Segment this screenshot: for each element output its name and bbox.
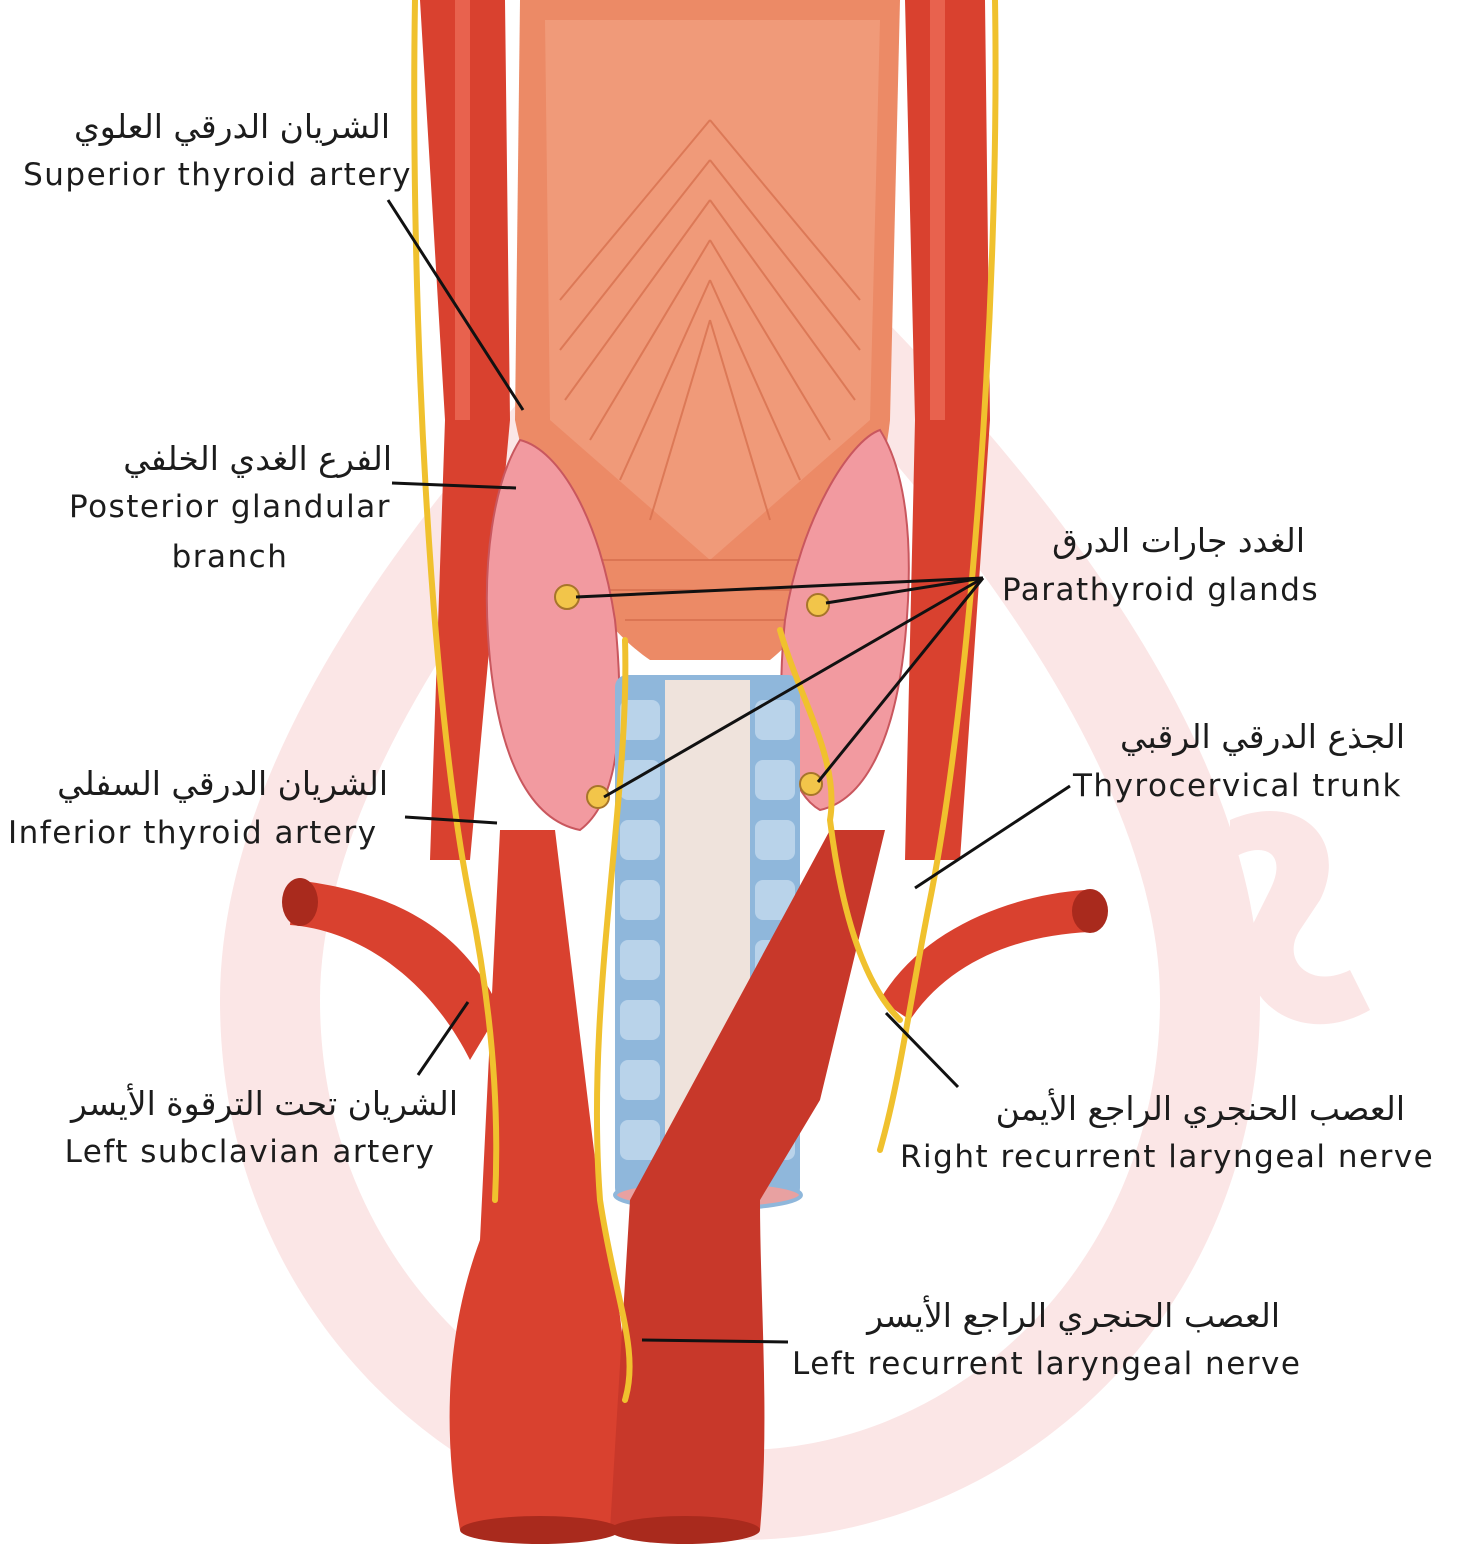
posterior-glandular-branch-label-ar: الفرع الغدي الخلفي <box>40 440 392 478</box>
left-subclavian-artery-label-en: Left subclavian artery <box>40 1135 460 1171</box>
left-recurrent-laryngeal-nerve-label-en: Left recurrent laryngeal nerve <box>792 1347 1352 1383</box>
posterior-glandular-branch-label-en-1: Posterior glandular <box>40 490 420 526</box>
superior-thyroid-artery-label-en: Superior thyroid artery <box>0 158 412 194</box>
parathyroid-glands-label-en: Parathyroid glands <box>1002 573 1362 609</box>
left-recurrent-laryngeal-nerve-label-ar: العصب الحنجري الراجع الأيسر <box>810 1297 1280 1335</box>
left-subclavian-artery-label-ar: الشريان تحت الترقوة الأيسر <box>30 1085 458 1123</box>
leader-left-recurrent <box>642 1340 788 1342</box>
inferior-thyroid-artery-label-en: Inferior thyroid artery <box>8 816 408 852</box>
right-recurrent-laryngeal-nerve-label-en: Right recurrent laryngeal nerve <box>900 1140 1465 1176</box>
right-recurrent-laryngeal-nerve-label-ar: العصب الحنجري الراجع الأيمن <box>930 1090 1405 1128</box>
inferior-thyroid-artery-label-ar: الشريان الدرقي السفلي <box>10 765 388 803</box>
parathyroid-glands-label-ar: الغدد جارات الدرق <box>1000 522 1305 560</box>
thyrocervical-trunk-label-en: Thyrocervical trunk <box>1073 769 1453 805</box>
thyrocervical-trunk-label-ar: الجذع الدرقي الرقبي <box>1040 718 1405 756</box>
posterior-glandular-branch-label-en-2: branch <box>40 540 420 576</box>
superior-thyroid-artery-label-ar: الشريان الدرقي العلوي <box>20 108 390 146</box>
